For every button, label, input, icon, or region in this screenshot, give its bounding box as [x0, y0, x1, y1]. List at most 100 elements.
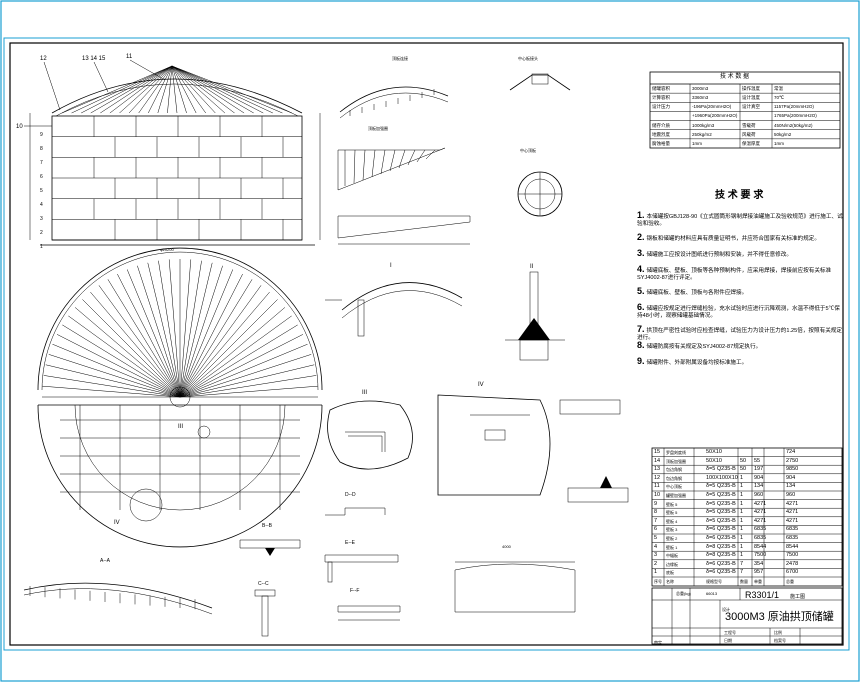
label-10: 10: [16, 124, 23, 130]
tank-elevation-view: [24, 59, 321, 246]
requirement-item: 2.钢板和储罐的材料应具有质量证明书，并应符合国家有关标准的规定。: [637, 232, 820, 243]
parts-cell: 7500: [754, 552, 767, 559]
tech-cell: 风载荷: [742, 131, 756, 137]
parts-cell: 中心顶板: [666, 484, 682, 490]
parts-cell: δ=5 Q235-B: [706, 517, 736, 524]
requirement-item: 4.储罐底板、壁板、顶板等各种预制构件，应采用焊接，焊接前应按有关标准SYJ40…: [637, 264, 832, 282]
tech-cell: 70℃: [774, 95, 785, 101]
tech-cell: 雪载荷: [742, 122, 756, 128]
parts-cell: 1: [740, 535, 744, 541]
detail-IV: IV: [437, 382, 629, 503]
drawing-title: 3000M3 原油拱顶储罐: [725, 609, 834, 623]
requirement-item: 7.拱顶在严密性试验时应检查焊缝，试验压力为设计压力的1.25倍，按照有关规定进…: [637, 324, 842, 342]
parts-cell: 7: [740, 560, 744, 567]
parts-cell: 1: [740, 474, 744, 481]
svg-text:B--B: B--B: [262, 523, 273, 529]
svg-text:III: III: [362, 390, 367, 396]
requirement-item: 1.本储罐按GBJ128-90《立式圆筒形钢制焊接油罐施工及验收规范》进行施工、…: [637, 210, 843, 228]
parts-cell: 4271: [754, 500, 767, 507]
parts-cell: δ=5 Q235-B: [706, 500, 736, 507]
tank-plan-view: [37, 247, 323, 548]
parts-cell: 7: [740, 569, 744, 576]
parts-cell: 1: [740, 526, 744, 533]
parts-cell: 11: [654, 483, 660, 490]
tech-cell: +1960Pa(200mmH2O): [692, 113, 738, 119]
parts-cell: 12: [654, 474, 661, 481]
parts-cell: 8: [654, 509, 658, 516]
parts-cell: 边缘板: [666, 561, 678, 567]
svg-text:比例: 比例: [774, 629, 782, 635]
parts-cell: 197: [754, 466, 764, 473]
parts-cell: 4271: [754, 517, 767, 524]
parts-cell: 1: [740, 543, 744, 550]
svg-text:E--E: E--E: [345, 540, 356, 546]
detail-stiffener: 顶板加强圈: [337, 125, 446, 191]
parts-cell: 6: [654, 526, 658, 533]
parts-cell: 134: [754, 483, 764, 490]
parts-cell: 4271: [786, 500, 799, 507]
section-F: F--F: [337, 588, 401, 621]
drawing-frame: [9, 42, 844, 646]
section-B: B--B: [239, 523, 301, 556]
section-G: 4000: [454, 544, 576, 613]
svg-text:IV: IV: [478, 382, 484, 388]
shell-label: 5: [40, 188, 43, 194]
parts-cell: 100X100X10: [706, 474, 738, 481]
drawing-number: R3301/1: [745, 590, 779, 600]
parts-cell: 2750: [786, 457, 799, 464]
svg-text:档案号: 档案号: [774, 637, 786, 643]
svg-text:4000: 4000: [502, 544, 512, 549]
detail-center-plate-joint: 中心板接头: [509, 55, 571, 91]
parts-cell: 957: [754, 569, 764, 576]
parts-cell: 壁板 3: [666, 527, 678, 533]
parts-cell: 50: [740, 457, 747, 464]
tech-cell: 3360m3: [692, 95, 709, 101]
parts-cell: 904: [754, 474, 764, 481]
parts-cell: 354: [754, 560, 764, 567]
parts-cell: 1: [740, 509, 744, 516]
tech-cell: 1mm: [774, 140, 784, 146]
svg-text:顶板连接: 顶板连接: [392, 55, 408, 61]
parts-list-table: [651, 447, 843, 587]
parts-cell: δ=5 Q235-B: [706, 466, 736, 473]
tech-cell: 1mm: [692, 140, 702, 146]
tech-cell: 450N/m2(50kg/m2): [774, 122, 813, 128]
label-13-14-15: 13 14 15: [82, 56, 106, 62]
tech-cell: 设计真空: [742, 104, 760, 110]
parts-header: 总重: [786, 579, 794, 584]
detail-I: I: [325, 263, 463, 337]
tech-table-title: 技 术 数 据: [720, 74, 750, 80]
svg-text:A--A: A--A: [100, 558, 111, 564]
shell-label: 6: [40, 174, 43, 180]
parts-cell: 1: [740, 500, 744, 507]
parts-cell: δ=5 Q235-B: [706, 492, 736, 498]
section-A: A--A: [23, 558, 213, 615]
parts-cell: δ=6 Q235-B: [706, 526, 736, 533]
tech-cell: 1000kg/m3: [692, 122, 715, 128]
parts-cell: 5: [654, 535, 658, 541]
parts-cell: 壁板 5: [666, 510, 678, 516]
parts-cell: 6835: [786, 535, 799, 541]
parts-cell: 960: [786, 492, 796, 498]
requirement-item: 6.储罐应按规定进行焊缝检验，充水试验时应进行沉降观测，水温不得低于5℃保持48…: [637, 302, 840, 320]
detail-top-plate: 顶板连接: [339, 55, 449, 119]
detail-plate-strip: [337, 215, 471, 245]
tech-cell: 地震烈度: [652, 131, 670, 137]
svg-text:II: II: [530, 264, 534, 270]
parts-cell: 壁板 4: [666, 518, 678, 524]
parts-cell: δ=6 Q235-B: [706, 560, 736, 567]
shell-label: 3: [40, 216, 43, 222]
parts-cell: 3: [654, 552, 658, 559]
svg-text:IV: IV: [114, 520, 120, 526]
requirement-item: 9.储罐附件、外部附属设备均按标准施工。: [637, 356, 748, 367]
svg-text:中心板接头: 中心板接头: [518, 55, 538, 61]
parts-cell: 50X10: [706, 449, 722, 455]
svg-text:日期: 日期: [724, 637, 732, 643]
parts-cell: 罐壁加强圈: [666, 493, 686, 498]
shell-label: 9: [40, 132, 43, 138]
requirements-heading: 技 术 要 求: [715, 190, 764, 201]
parts-cell: 8544: [786, 543, 799, 550]
parts-cell: 1: [740, 483, 744, 490]
